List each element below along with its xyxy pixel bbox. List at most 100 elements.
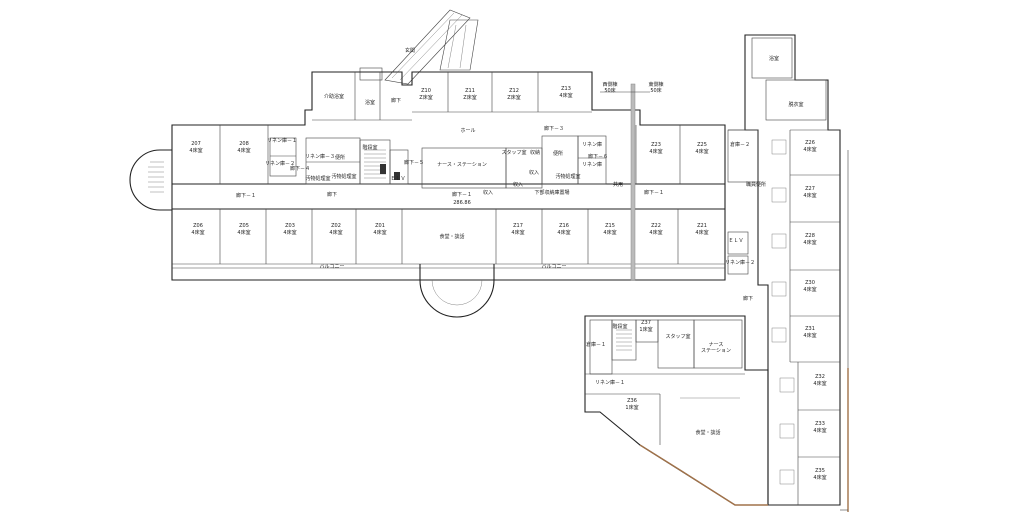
area-label: 浴室 <box>365 99 375 106</box>
room-number: Z05 <box>239 223 249 229</box>
south-annex <box>584 315 769 506</box>
area-label: 西側棟 <box>602 81 617 88</box>
room-type: Z床室 <box>463 94 476 101</box>
area-label: ナース <box>709 342 724 348</box>
room-type: 4床室 <box>511 229 524 236</box>
area-label: 廊下－６ <box>588 153 608 160</box>
room-type: 4床室 <box>329 229 342 236</box>
area-label: 食堂・談話 <box>439 233 464 240</box>
room-type: 1床室 <box>639 326 652 333</box>
area-label: スタッフ室 <box>665 333 690 340</box>
room-type: 4床室 <box>649 148 662 155</box>
area-label: リネン庫－２ <box>265 160 295 167</box>
room-number: Z25 <box>697 142 707 148</box>
room-type: 4床室 <box>803 286 816 293</box>
area-label: 廊下 <box>327 191 337 198</box>
room-number: 207 <box>191 141 201 147</box>
area-label: バルコニー <box>542 264 567 270</box>
area-label: 廊下－１ <box>236 192 256 199</box>
area-label: 下部収納庫置場 <box>534 189 569 196</box>
room-number: Z13 <box>561 86 571 92</box>
area-label: ＥＬＶ <box>390 176 405 182</box>
area-label: 廊下－３ <box>544 125 564 132</box>
room-number: Z10 <box>421 88 431 94</box>
room-number: Z36 <box>627 398 637 404</box>
room-type: 4床室 <box>237 147 250 154</box>
room-number: Z11 <box>465 88 475 94</box>
main-wing <box>129 71 726 318</box>
area-label: 脱衣室 <box>788 101 803 108</box>
room-number: Z03 <box>285 223 295 229</box>
room-type: 4床室 <box>813 427 826 434</box>
room-labels: 2074床室2084床室Z10Z床室Z11Z床室Z12Z床室Z134床室Z234… <box>189 86 826 481</box>
area-label: 職員便所 <box>746 181 766 188</box>
area-label: 汚物処理室 <box>305 175 330 182</box>
room-number: Z37 <box>641 320 651 326</box>
area-label: 倉庫－１ <box>586 341 606 348</box>
room-number: Z32 <box>815 374 825 380</box>
room-number: Z27 <box>805 186 815 192</box>
room-type: Z床室 <box>507 94 520 101</box>
area-label: バルコニー <box>320 264 345 270</box>
room-type: 4床室 <box>695 229 708 236</box>
room-type: 4床室 <box>695 148 708 155</box>
area-label: 汚物処理室 <box>331 173 356 180</box>
area-label: ＥＬＶ <box>728 238 743 244</box>
room-type: 4床室 <box>803 332 816 339</box>
room-type: 4床室 <box>283 229 296 236</box>
area-label: 286.86 <box>453 200 471 206</box>
area-label: 廊下－１ <box>644 189 664 196</box>
room-number: Z02 <box>331 223 341 229</box>
area-label: リネン庫－１ <box>595 379 625 386</box>
room-type: 4床室 <box>557 229 570 236</box>
area-label: 玄関 <box>405 47 415 54</box>
area-label: 汚物処理室 <box>555 173 580 180</box>
area-label: 介助浴室 <box>324 93 344 100</box>
room-number: Z33 <box>815 421 825 427</box>
room-number: Z01 <box>375 223 385 229</box>
area-labels: 介助浴室浴室廊下ホール廊下－３スタッフ室ナース・ステーション収納便所便所リネン庫… <box>236 47 804 436</box>
room-number: Z15 <box>605 223 615 229</box>
room-type: 4床室 <box>649 229 662 236</box>
area-label: 廊下－５ <box>404 159 424 166</box>
area-label: 50床 <box>604 87 615 94</box>
area-label: 収入 <box>529 169 539 176</box>
area-label: 階段室 <box>362 144 377 151</box>
room-number: Z28 <box>805 233 815 239</box>
area-label: 廊下 <box>743 295 753 302</box>
room-number: Z23 <box>651 142 661 148</box>
room-type: 4床室 <box>813 380 826 387</box>
area-label: ステーション <box>701 348 731 354</box>
room-type: 4床室 <box>559 92 572 99</box>
room-type: 1床室 <box>625 404 638 411</box>
area-label: 浴室 <box>769 55 779 62</box>
room-type: 4床室 <box>803 239 816 246</box>
area-label: 階段室 <box>612 323 627 330</box>
room-number: Z35 <box>815 468 825 474</box>
room-type: 4床室 <box>237 229 250 236</box>
area-label: リネン庫－１ <box>267 137 297 144</box>
area-label: 収入 <box>483 189 493 196</box>
area-label: リネン庫－２ <box>725 259 755 266</box>
area-label: 廊下 <box>391 97 401 104</box>
